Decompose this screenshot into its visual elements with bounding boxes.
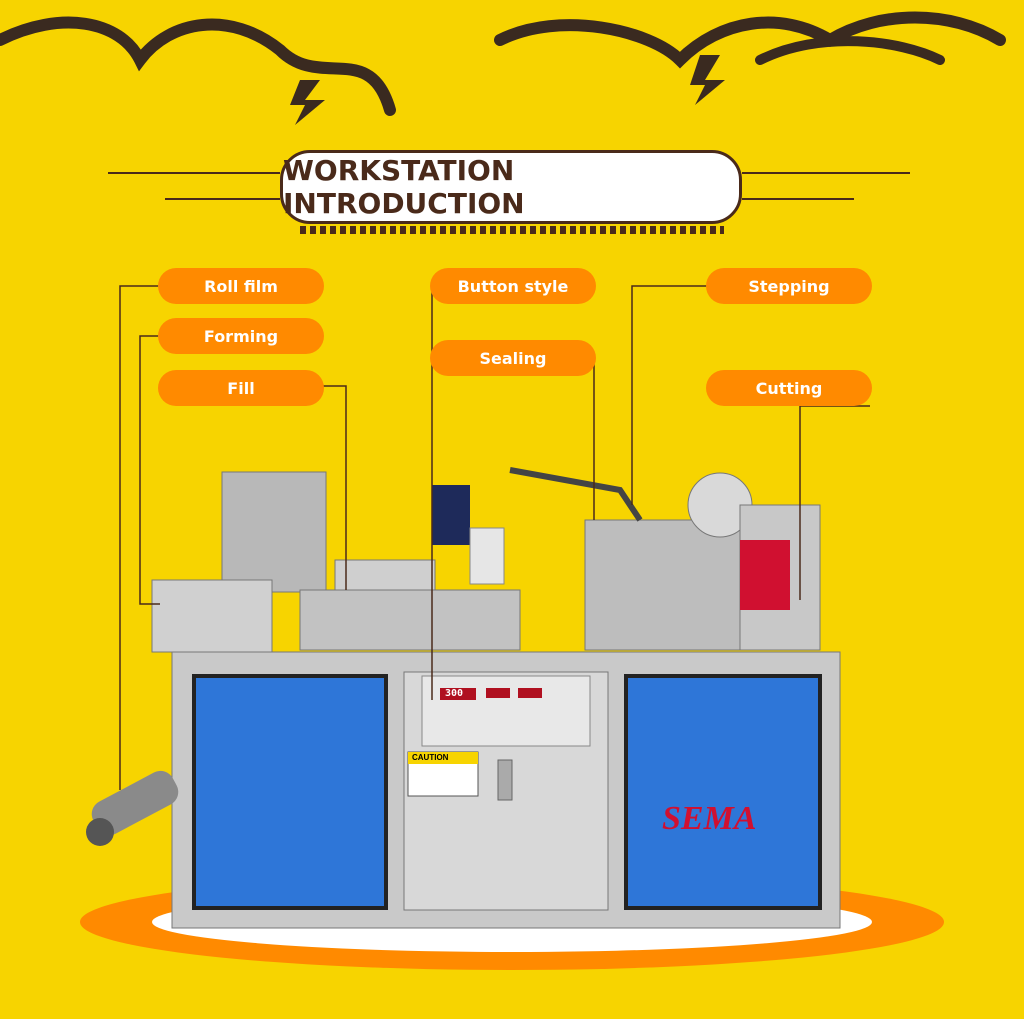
doodle-clouds <box>0 11 1006 125</box>
brand-logo: SEMA <box>662 800 757 837</box>
tag-button-style-label: Button style <box>457 276 569 296</box>
tag-roll-film-label: Roll film <box>204 276 278 296</box>
tag-forming-label: Forming <box>203 326 279 346</box>
tag-cutting: Cutting <box>706 370 872 406</box>
tag-fill: Fill <box>158 370 324 406</box>
caution-label: CAUTION <box>412 753 449 762</box>
title-rail-left <box>108 172 280 174</box>
tag-stepping-label: Stepping <box>748 276 830 296</box>
bolt-icon <box>290 80 325 125</box>
tag-forming: Forming <box>158 318 324 354</box>
title-rail-left-lower <box>165 198 280 200</box>
tag-sealing: Sealing <box>430 340 596 376</box>
bolt-icon <box>690 55 725 105</box>
title-rail-right-lower <box>742 198 854 200</box>
display-readout: 300 <box>445 688 464 699</box>
tag-fill-label: Fill <box>227 378 255 398</box>
tag-button-style: Button style <box>430 268 596 304</box>
tag-stepping: Stepping <box>706 268 872 304</box>
tag-cutting-label: Cutting <box>755 378 823 398</box>
tag-roll-film: Roll film <box>158 268 324 304</box>
page-title: WORKSTATION INTRODUCTION <box>280 150 742 224</box>
title-film-strip <box>300 226 724 234</box>
title-rail-right <box>742 172 910 174</box>
page-title-text: WORKSTATION INTRODUCTION <box>283 154 525 220</box>
tag-sealing-label: Sealing <box>479 348 547 368</box>
